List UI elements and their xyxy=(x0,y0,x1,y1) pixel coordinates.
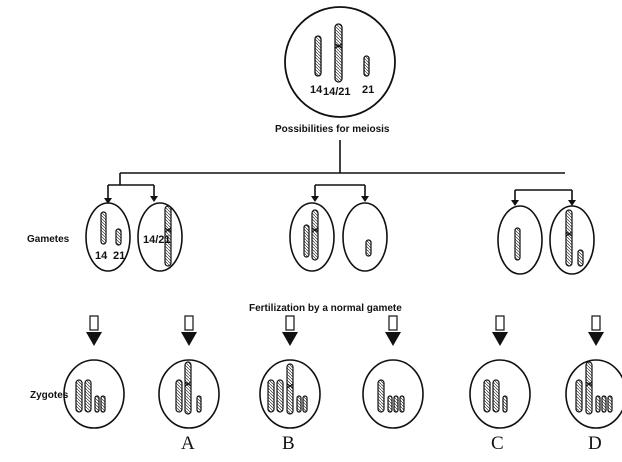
gamete-cell-6 xyxy=(549,205,595,275)
fertilization-arrows xyxy=(86,315,604,346)
zygote-cell-5 xyxy=(469,359,531,429)
zygote-cell-4 xyxy=(362,359,424,429)
zygotes-row-label: Zygotes xyxy=(30,390,69,401)
fertilization-caption: Fertilization by a normal gamete xyxy=(249,303,402,314)
zygote-cell-3 xyxy=(259,359,321,429)
gamete-cell-1 xyxy=(85,202,131,272)
parent-label-14-21: 14/21 xyxy=(323,86,351,98)
gamete-cell-4 xyxy=(342,202,388,272)
parent-chr-14 xyxy=(314,35,322,77)
zygote-letter-c: C xyxy=(491,433,504,454)
zygote-letter-a: A xyxy=(181,433,195,454)
gamete-cell-5 xyxy=(497,205,543,275)
parent-label-14: 14 xyxy=(310,84,323,96)
gamete-cell-3 xyxy=(289,202,335,272)
parent-label-21: 21 xyxy=(362,84,375,96)
branch-lines xyxy=(107,140,573,202)
parent-cell xyxy=(284,6,396,118)
parent-caption: Possibilities for meiosis xyxy=(275,124,390,135)
zygote-cell-6 xyxy=(565,359,622,429)
gamete-cell-2 xyxy=(137,202,183,272)
parent-chr-14-21 xyxy=(334,23,343,83)
gametes-row-label: Gametes xyxy=(27,234,70,245)
zygote-letter-d: D xyxy=(588,433,602,454)
parent-chr-21 xyxy=(363,55,370,77)
gamete-label-21: 21 xyxy=(113,250,126,262)
zygote-letter-b: B xyxy=(282,433,295,454)
zygote-cell-1 xyxy=(63,359,125,429)
branch-arrowheads xyxy=(104,196,576,206)
zygote-cell-2 xyxy=(158,359,220,429)
gamete-label-14: 14 xyxy=(95,250,108,262)
gamete-label-14-21: 14/21 xyxy=(143,234,171,246)
